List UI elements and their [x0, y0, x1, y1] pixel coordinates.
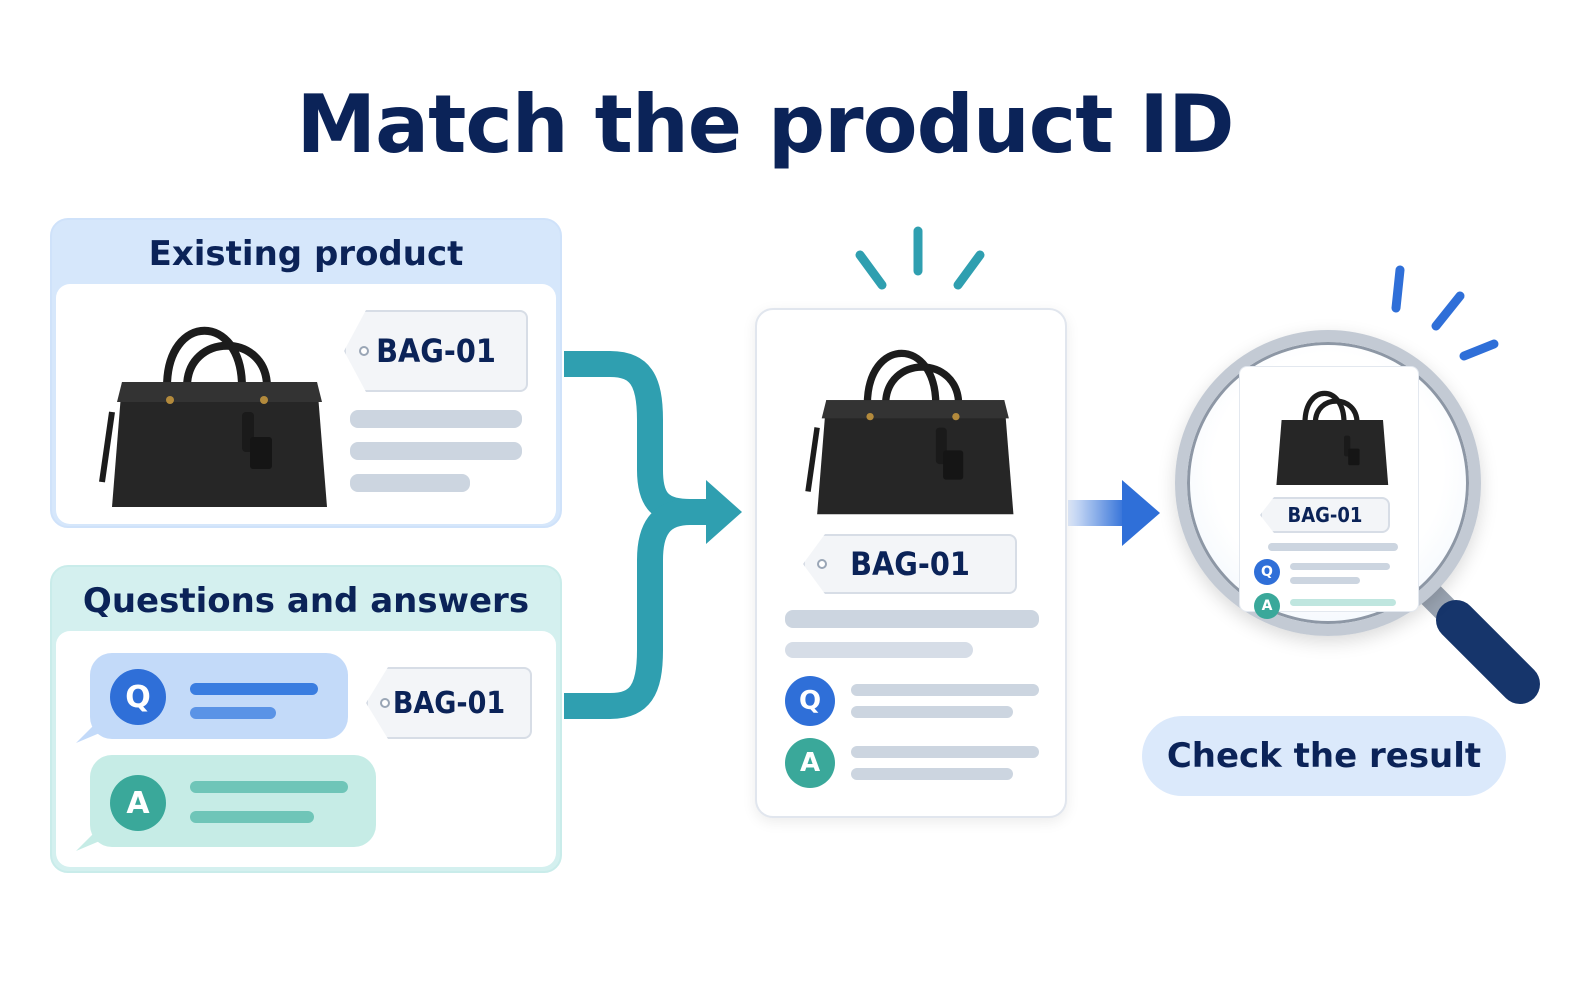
answer-text-line	[190, 811, 314, 823]
tag-hole-icon	[380, 698, 390, 708]
page-title: Match the product ID	[296, 78, 1235, 171]
arrow-icon	[1068, 480, 1160, 546]
answer-icon: A	[1254, 593, 1280, 619]
text-placeholder-line	[1290, 577, 1360, 584]
question-icon: Q	[785, 676, 835, 726]
questions-answers-body: Q A BAG-01	[56, 631, 556, 867]
questions-answers-id-tag: BAG-01	[366, 667, 532, 739]
text-placeholder-line	[1268, 543, 1398, 551]
handbag-icon	[805, 349, 1014, 515]
merge-arrow-icon	[564, 351, 742, 719]
answer-text-line	[190, 781, 348, 793]
existing-product-heading: Existing product	[148, 234, 464, 274]
tag-hole-icon	[359, 346, 369, 356]
check-result-label: Check the result	[1142, 716, 1506, 796]
question-icon: Q	[1254, 559, 1280, 585]
handbag-icon	[99, 327, 327, 507]
question-icon: Q	[110, 669, 166, 725]
text-placeholder-line	[1290, 599, 1396, 606]
text-placeholder-line	[1290, 563, 1390, 570]
sparkle-icon	[855, 226, 985, 290]
text-placeholder-line	[851, 706, 1013, 718]
handbag-icon	[1276, 390, 1389, 485]
answer-icon: A	[110, 775, 166, 831]
question-text-line	[190, 683, 318, 695]
sparkle-icon	[1391, 265, 1499, 361]
question-bubble-tail	[76, 721, 114, 743]
existing-product-id-tag: BAG-01	[344, 310, 528, 392]
text-placeholder-line	[851, 684, 1039, 696]
magnified-id-tag: BAG-01	[1260, 497, 1390, 533]
questions-answers-card: Questions and answers Q A BAG-01	[50, 565, 562, 873]
matched-product-id-tag: BAG-01	[803, 534, 1017, 594]
text-placeholder-line	[350, 474, 470, 492]
tag-hole-icon	[817, 559, 827, 569]
text-placeholder-line	[785, 610, 1039, 628]
text-placeholder-line	[350, 442, 522, 460]
answer-icon: A	[785, 738, 835, 788]
text-placeholder-line	[851, 746, 1039, 758]
text-placeholder-line	[350, 410, 522, 428]
magnifier-handle-icon	[1420, 584, 1540, 704]
magnifier-icon: BAG-01 Q A	[1175, 330, 1481, 636]
magnified-card: BAG-01 Q A	[1239, 366, 1419, 619]
questions-answers-heading: Questions and answers	[82, 581, 530, 621]
question-text-line	[190, 707, 276, 719]
text-placeholder-line	[851, 768, 1013, 780]
existing-product-body: BAG-01	[56, 284, 556, 524]
answer-bubble-tail	[76, 829, 114, 851]
existing-product-card: Existing product BAG-01	[50, 218, 562, 528]
matched-product-card: BAG-01 Q A	[755, 308, 1067, 818]
text-placeholder-line	[785, 642, 973, 658]
